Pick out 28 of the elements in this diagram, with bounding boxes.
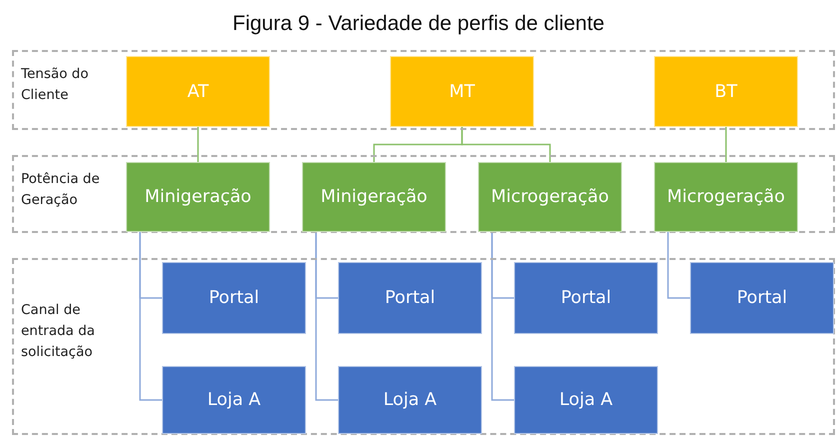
process-box: Portal bbox=[514, 262, 658, 334]
row-label: Potência de Geração bbox=[21, 170, 101, 210]
process-box: Microgeração bbox=[654, 162, 798, 232]
connector-line bbox=[315, 232, 338, 401]
dashed-band bbox=[12, 258, 835, 435]
row-label: Canal de entrada da solicitação bbox=[21, 301, 96, 362]
process-box: AT bbox=[126, 56, 270, 127]
process-box: BT bbox=[654, 56, 798, 127]
process-box: Portal bbox=[162, 262, 306, 334]
connector-line bbox=[491, 232, 514, 401]
connector-line bbox=[667, 232, 690, 299]
dashed-band bbox=[12, 50, 835, 130]
process-box: Minigeração bbox=[126, 162, 270, 232]
connector-line bbox=[139, 232, 162, 401]
connector-line bbox=[725, 127, 727, 162]
row-label: Tensão do Cliente bbox=[21, 65, 90, 105]
process-box: Microgeração bbox=[478, 162, 622, 232]
process-box: Loja A bbox=[338, 366, 482, 434]
diagram-title: Figura 9 - Variedade de perfis de cliente bbox=[232, 12, 606, 36]
process-box: MT bbox=[390, 56, 534, 127]
process-box: Minigeração bbox=[302, 162, 446, 232]
process-box: Loja A bbox=[514, 366, 658, 434]
connector-line bbox=[461, 127, 551, 162]
process-box: Portal bbox=[690, 262, 834, 334]
process-box: Loja A bbox=[162, 366, 306, 434]
dashed-band bbox=[12, 155, 835, 233]
connector-line bbox=[197, 127, 199, 162]
process-box: Portal bbox=[338, 262, 482, 334]
